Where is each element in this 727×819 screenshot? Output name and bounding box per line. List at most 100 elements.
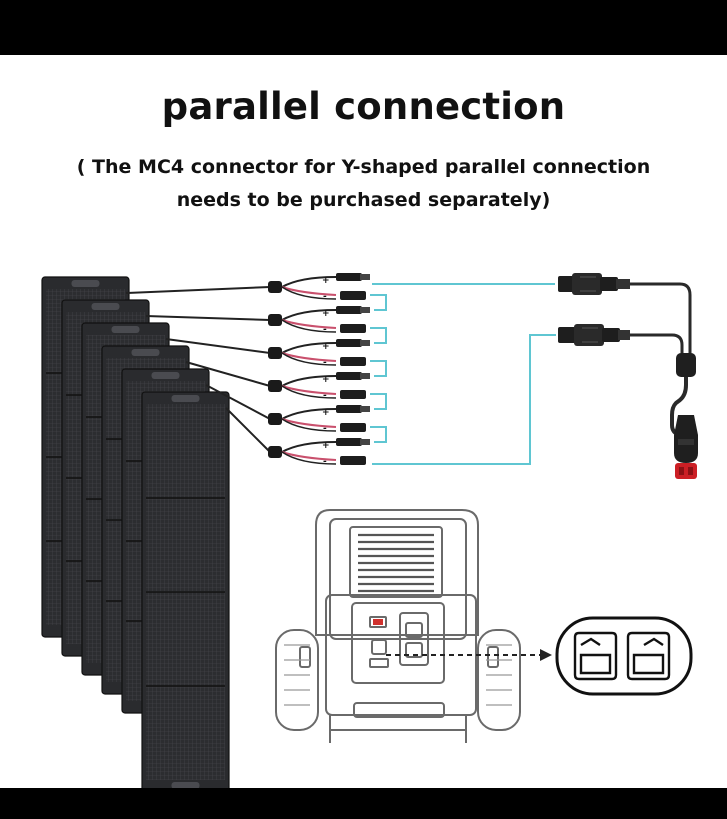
mc4-male-connector <box>336 372 362 380</box>
y-branch-connectors: +-+-+-+-+-+- <box>268 273 370 467</box>
bridge-wire-3 <box>370 360 387 377</box>
portable-power-station <box>275 509 521 743</box>
polarity-negative-label: - <box>323 391 327 401</box>
y-branch-1: +- <box>268 273 370 302</box>
mc4-y-adapter <box>558 273 698 479</box>
input-port-zoom <box>555 616 693 696</box>
page-title: parallel connection <box>161 85 566 128</box>
mc4-connector-bottom <box>558 324 630 346</box>
branch-wire-positive <box>281 352 337 362</box>
branch-wire <box>281 342 337 354</box>
station-ac-outlet <box>399 612 429 666</box>
station-base-frame <box>329 715 467 743</box>
station-switch-indicator <box>373 619 383 625</box>
station-top-case <box>329 518 467 640</box>
connector-tip <box>360 406 370 412</box>
panel-output-cable <box>205 384 271 420</box>
branch-hub <box>268 281 282 293</box>
branch-wire <box>281 286 337 300</box>
branch-wire <box>281 276 337 288</box>
connection-diagram: +-+-+-+-+-+- <box>41 273 698 788</box>
branch-wire-positive <box>281 319 337 329</box>
panel-handle-icon <box>71 280 100 287</box>
panel-output-cable <box>145 315 271 321</box>
adapter-cable-bottom <box>630 333 684 355</box>
anderson-plug-red-housing <box>675 463 697 479</box>
station-switch <box>369 616 387 628</box>
station-side-handle-right <box>487 646 499 668</box>
station-handle-frame <box>315 509 479 636</box>
panel-handle-icon <box>91 303 120 310</box>
purchase-note-line-1: ( The MC4 connector for Y-shaped paralle… <box>76 156 651 178</box>
mc4-male-connector <box>336 405 362 413</box>
station-wheel-left <box>275 629 319 731</box>
polarity-positive-label: + <box>322 441 330 451</box>
station-vents <box>358 533 434 593</box>
solar-panel-stack <box>41 276 230 788</box>
connector-tip <box>360 307 370 313</box>
panel-cables <box>125 286 271 453</box>
branch-hub <box>268 314 282 326</box>
station-port-left <box>371 639 387 655</box>
branch-wire <box>281 451 337 465</box>
panel-output-cable <box>185 361 271 387</box>
panel-output-cable <box>165 338 271 354</box>
panel-handle-icon <box>171 782 200 788</box>
branch-wire-positive <box>281 418 337 428</box>
mc4-male-connector <box>336 306 362 314</box>
adapter-cable-tail <box>670 355 688 439</box>
mc4-female-connector <box>340 357 366 366</box>
y-junction <box>676 353 696 377</box>
branch-hub <box>268 347 282 359</box>
branch-wire <box>281 408 337 420</box>
purchase-note: ( The MC4 connector for Y-shaped paralle… <box>0 151 727 217</box>
polarity-positive-label: + <box>322 276 330 286</box>
panel-output-cable <box>125 286 271 294</box>
polarity-negative-label: - <box>323 292 327 302</box>
polarity-positive-label: + <box>322 375 330 385</box>
panel-handle-icon <box>151 372 180 379</box>
branch-wire <box>281 375 337 387</box>
diagram-frame: parallel connection ( The MC4 connector … <box>0 55 727 788</box>
branch-wire-positive <box>281 451 337 461</box>
station-port-label <box>369 658 389 668</box>
anderson-input-port-icon <box>573 631 671 681</box>
branch-wire <box>281 418 337 432</box>
connector-tip <box>360 373 370 379</box>
connector-tip <box>360 274 370 280</box>
station-wheel-right <box>477 629 521 731</box>
mc4-male-connector <box>336 339 362 347</box>
input-port-callout <box>386 616 693 696</box>
branch-wire <box>281 441 337 453</box>
solar-panel-6 <box>141 391 230 788</box>
polarity-negative-label: - <box>323 457 327 467</box>
panel-handle-icon <box>111 326 140 333</box>
branch-wire <box>281 352 337 366</box>
polarity-positive-label: + <box>322 342 330 352</box>
main-lead-bottom <box>372 334 556 465</box>
polarity-negative-label: - <box>323 424 327 434</box>
polarity-positive-label: + <box>322 309 330 319</box>
bridge-wire-1 <box>370 294 387 311</box>
y-branch-4: +- <box>268 372 370 401</box>
branch-wire <box>281 385 337 399</box>
mc4-connector-top <box>558 273 630 295</box>
y-branch-5: +- <box>268 405 370 434</box>
y-branch-6: +- <box>268 438 370 467</box>
connector-tip <box>360 340 370 346</box>
mc4-male-connector <box>336 438 362 446</box>
branch-wire <box>281 319 337 333</box>
panel-handle-icon <box>171 395 200 402</box>
mc4-female-connector <box>340 423 366 432</box>
adapter-cable-top <box>630 282 692 355</box>
polarity-negative-label: - <box>323 358 327 368</box>
branch-hub <box>268 413 282 425</box>
anderson-plug <box>674 415 698 479</box>
bridge-wire-2 <box>370 327 387 344</box>
panel-output-cable <box>225 407 271 453</box>
connector-tip <box>360 439 370 445</box>
branch-wire <box>281 309 337 321</box>
branch-wire-positive <box>281 385 337 395</box>
station-side-handle-left <box>299 646 311 668</box>
polarity-positive-label: + <box>322 408 330 418</box>
